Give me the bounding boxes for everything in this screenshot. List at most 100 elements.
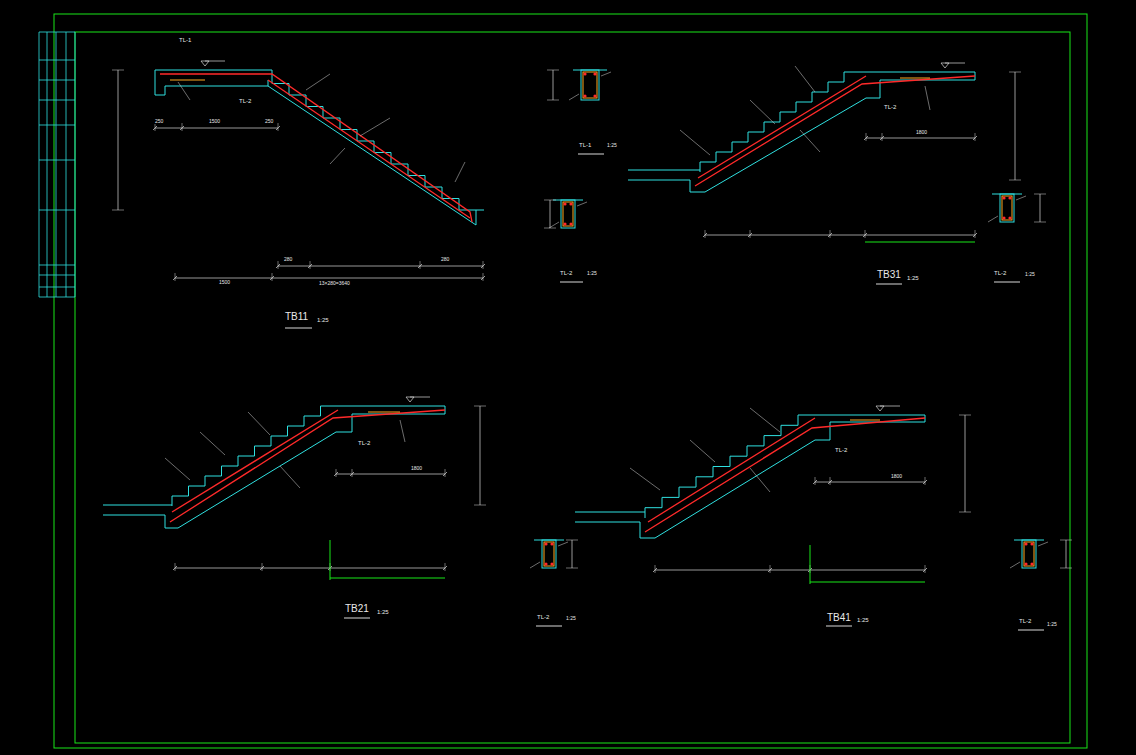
beam-outline bbox=[581, 70, 599, 100]
dimension-text: 1800 bbox=[890, 474, 903, 479]
rebar-dot bbox=[1002, 216, 1005, 219]
extension-line bbox=[815, 477, 816, 485]
level-symbol bbox=[941, 63, 949, 68]
dimension-text: 1:25 bbox=[1046, 622, 1058, 627]
dimension-text: TL-2 bbox=[883, 104, 897, 110]
extension-line bbox=[483, 273, 484, 281]
extension-line bbox=[445, 469, 446, 477]
dimension-text: 1:25 bbox=[316, 317, 330, 323]
leader-line bbox=[1038, 542, 1048, 546]
title-underline bbox=[876, 284, 902, 285]
extension-line bbox=[352, 469, 353, 477]
rebar bbox=[850, 420, 880, 421]
extension-line bbox=[655, 565, 656, 573]
extension-line bbox=[1034, 222, 1046, 223]
leader-line bbox=[601, 72, 611, 76]
extension-line bbox=[175, 273, 176, 281]
title-underline bbox=[560, 282, 583, 283]
level-symbol bbox=[406, 397, 414, 402]
extension-line bbox=[959, 415, 971, 416]
extension-line bbox=[1034, 194, 1046, 195]
dimension-text: 1500 bbox=[218, 280, 231, 285]
title-block-line bbox=[75, 32, 76, 297]
dimension-text: TL-2 bbox=[238, 98, 252, 104]
extension-line bbox=[1060, 568, 1072, 569]
title-underline bbox=[1018, 630, 1044, 631]
dimension-line bbox=[1015, 72, 1016, 180]
dimension-text: 280 bbox=[440, 257, 450, 262]
leader-line bbox=[988, 216, 998, 222]
rebar-dot bbox=[593, 94, 596, 97]
rebar-dot bbox=[1008, 196, 1011, 199]
dimension-text: 13×280=3640 bbox=[318, 281, 351, 286]
extension-line bbox=[112, 70, 124, 71]
dimension-text: TL-2 bbox=[559, 270, 573, 276]
extension-line bbox=[474, 406, 486, 407]
title-block-line bbox=[39, 32, 40, 297]
leader-line bbox=[800, 130, 820, 152]
dimension-text: TL-2 bbox=[1018, 618, 1032, 624]
rebar bbox=[170, 80, 205, 81]
rebar-dot bbox=[593, 72, 596, 75]
drawing-title: TB21 bbox=[344, 604, 370, 614]
extension-line bbox=[544, 200, 556, 201]
inner-frame bbox=[75, 32, 1070, 743]
rebar bbox=[172, 410, 338, 512]
leader-line bbox=[558, 542, 568, 546]
extension-line bbox=[336, 469, 337, 477]
title-block-line bbox=[66, 32, 67, 297]
dimension-line bbox=[553, 70, 554, 100]
dimension-line bbox=[155, 128, 278, 129]
leader-line bbox=[280, 466, 300, 488]
rebar-dot bbox=[563, 222, 566, 225]
extension-line bbox=[770, 565, 771, 573]
dimension-line bbox=[330, 578, 445, 579]
title-block-line bbox=[39, 297, 75, 298]
rebar-dot bbox=[583, 72, 586, 75]
dimension-line bbox=[572, 540, 573, 568]
leader-line bbox=[569, 94, 579, 100]
leader-line bbox=[750, 468, 770, 492]
title-block-line bbox=[39, 210, 75, 211]
dimension-line bbox=[810, 582, 925, 583]
slab-line bbox=[476, 210, 484, 211]
beam-outline bbox=[1022, 540, 1036, 568]
extension-line bbox=[925, 477, 926, 485]
rebar-dot bbox=[544, 542, 547, 545]
leader-line bbox=[530, 562, 540, 568]
level-line bbox=[880, 406, 900, 407]
extension-line bbox=[155, 123, 156, 131]
leader-line bbox=[330, 148, 345, 164]
extension-line bbox=[474, 505, 486, 506]
extension-line bbox=[705, 230, 706, 238]
extension-line bbox=[1009, 180, 1021, 181]
dimension-text: TL-1 bbox=[178, 37, 192, 43]
dimension-text: 1:25 bbox=[1024, 272, 1036, 277]
title-block-line bbox=[39, 125, 75, 126]
ground-line bbox=[575, 512, 645, 513]
rebar-dot bbox=[569, 222, 572, 225]
dimension-text: 1:25 bbox=[606, 143, 618, 148]
dimension-text: 1:25 bbox=[586, 271, 598, 276]
extension-line bbox=[975, 133, 976, 141]
rebar-dot bbox=[544, 562, 547, 565]
title-block-line bbox=[39, 287, 75, 288]
dimension-text: TL-2 bbox=[536, 614, 550, 620]
leader-line bbox=[795, 66, 815, 92]
rebar-dot bbox=[563, 202, 566, 205]
dimension-text: 1500 bbox=[208, 119, 221, 124]
extension-line bbox=[925, 565, 926, 573]
title-underline bbox=[578, 154, 604, 155]
level-symbol bbox=[876, 406, 884, 411]
dimension-text: 250 bbox=[264, 119, 274, 124]
extension-line bbox=[830, 230, 831, 238]
dimension-line bbox=[965, 415, 966, 512]
dimension-text: 1800 bbox=[915, 130, 928, 135]
dimension-line bbox=[118, 70, 119, 210]
rebar bbox=[268, 80, 470, 218]
rebar-dot bbox=[583, 94, 586, 97]
leader-line bbox=[750, 408, 780, 432]
dimension-text: 1:25 bbox=[856, 617, 870, 623]
extension-line bbox=[566, 568, 578, 569]
extension-line bbox=[175, 563, 176, 571]
